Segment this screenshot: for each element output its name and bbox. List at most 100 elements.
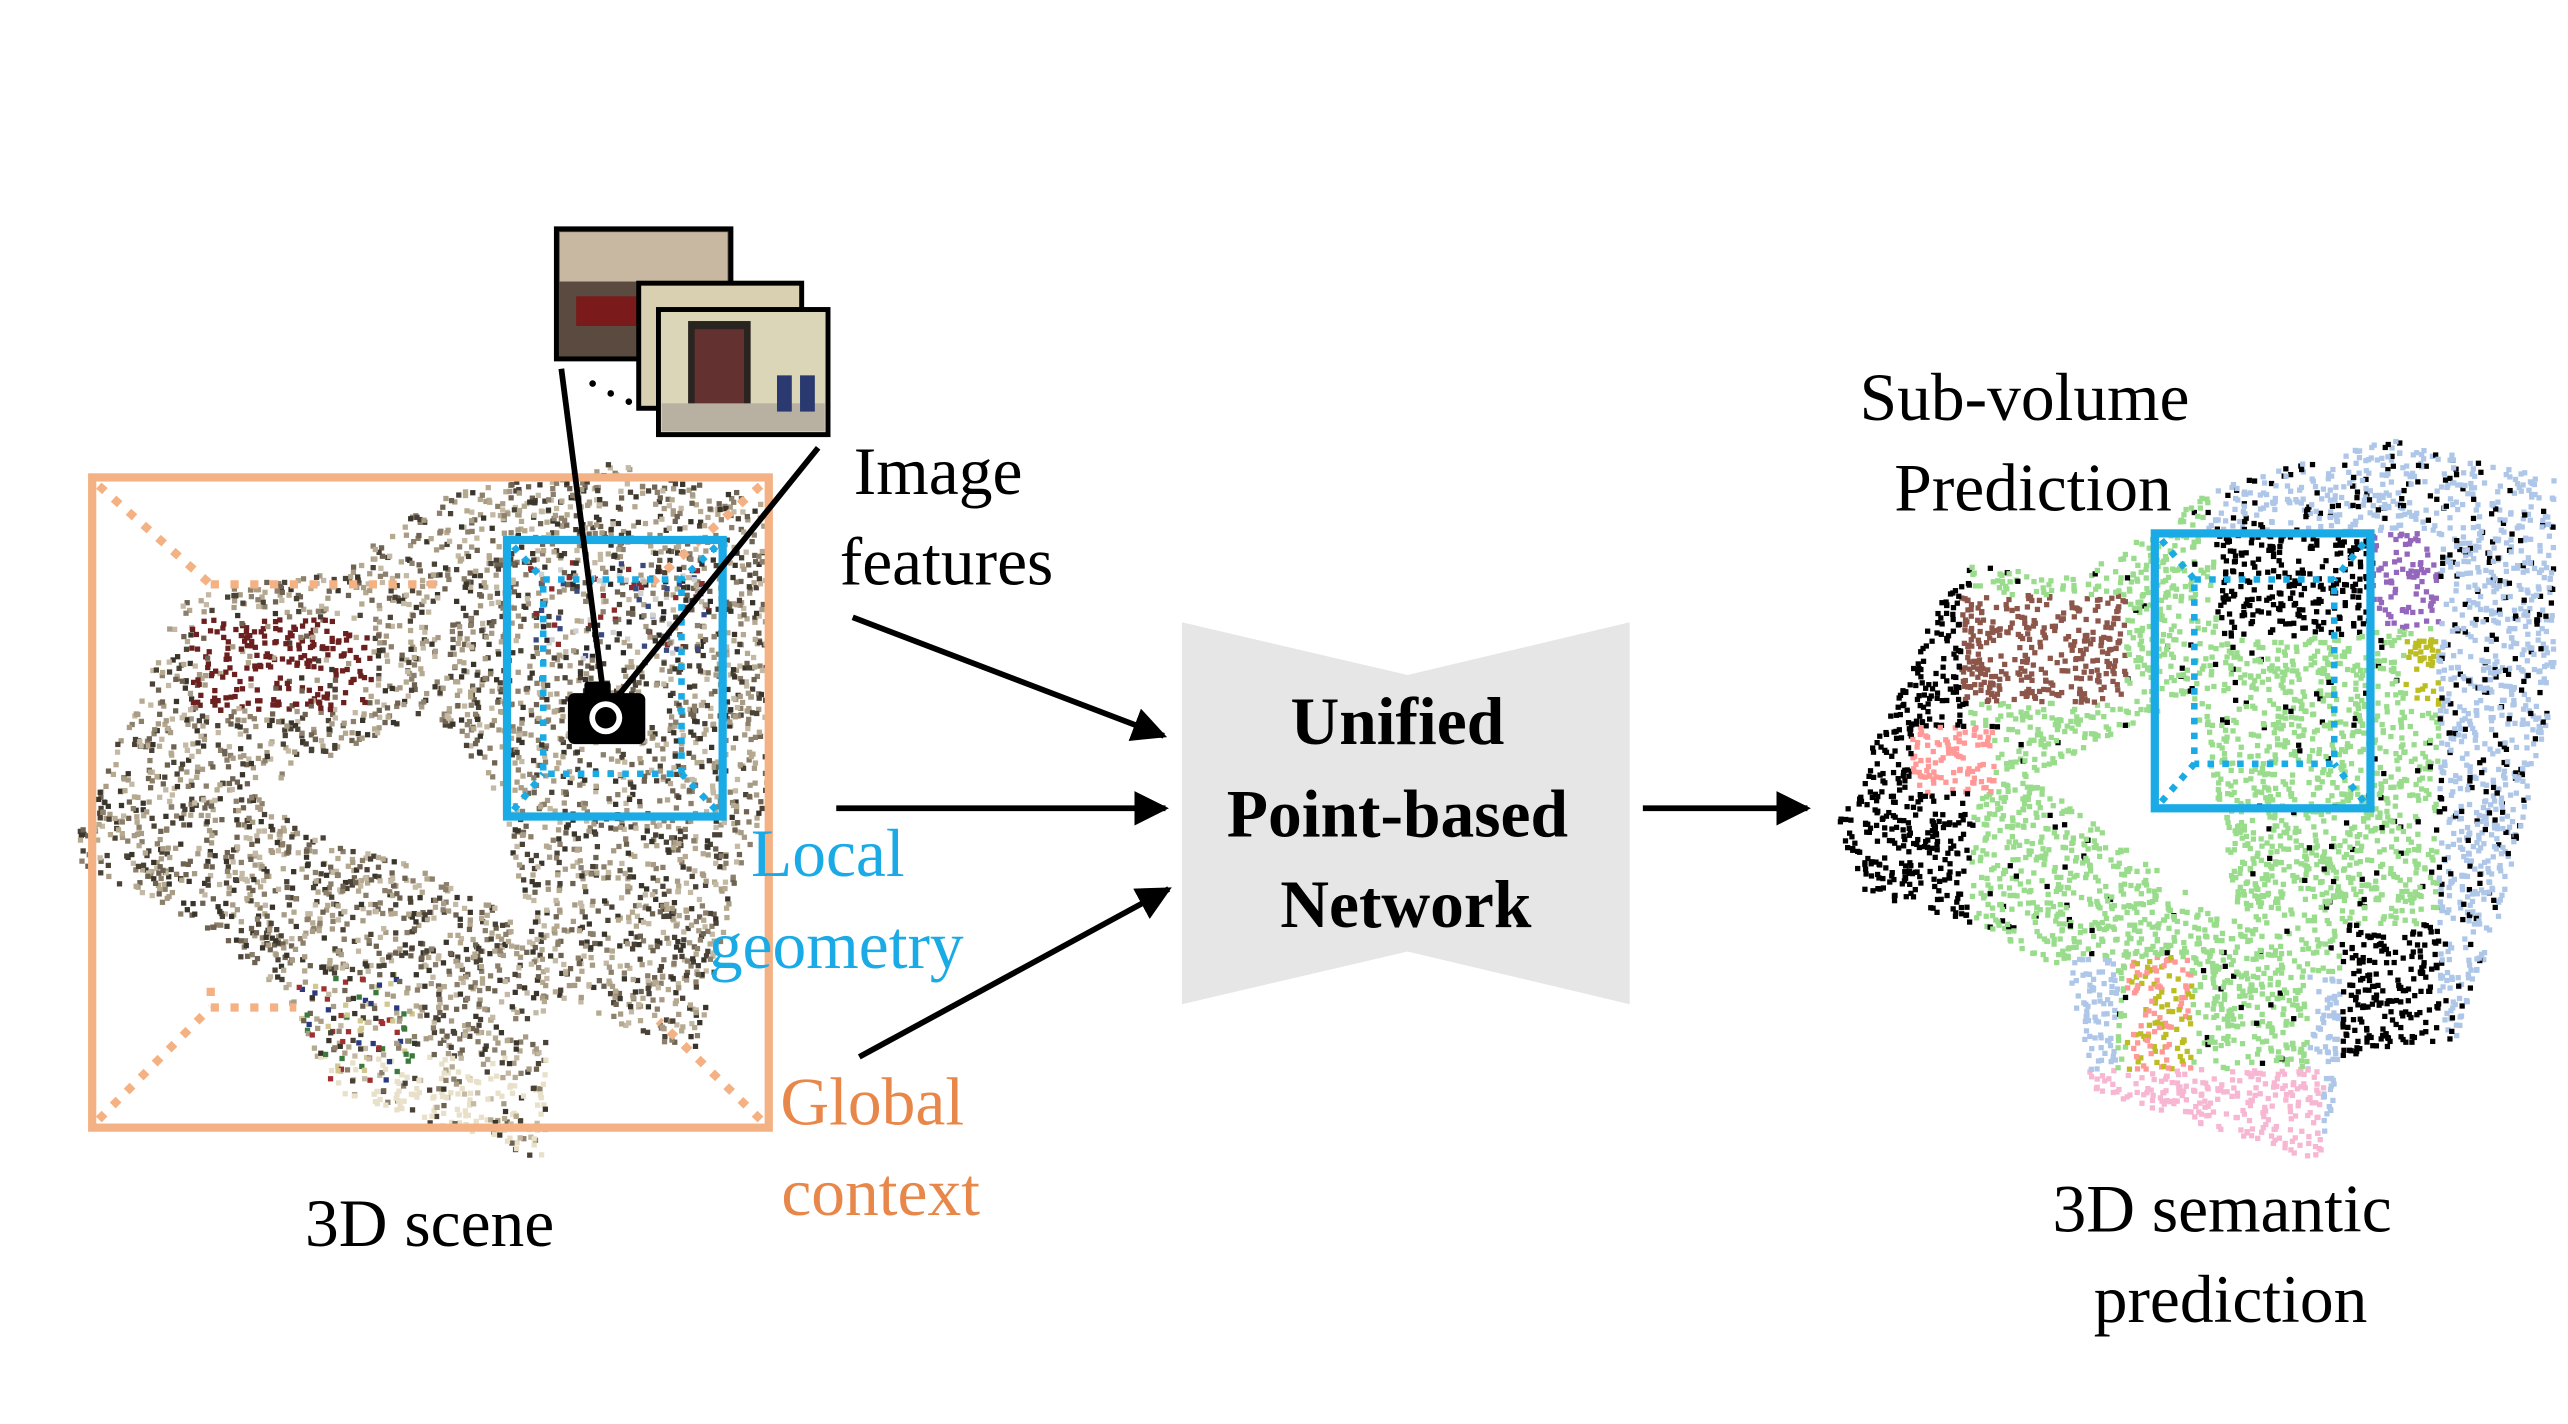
point (483, 584, 489, 590)
point (557, 626, 563, 632)
point (438, 528, 444, 534)
point (304, 1027, 311, 1033)
point (2414, 450, 2420, 456)
point (440, 504, 446, 510)
point (356, 580, 362, 586)
point (130, 860, 136, 866)
point (180, 803, 186, 809)
point (675, 889, 681, 895)
point (518, 1070, 524, 1076)
point (2452, 726, 2458, 732)
point (686, 866, 692, 872)
point (528, 712, 535, 718)
point (633, 494, 639, 500)
point (434, 591, 441, 598)
point (2384, 709, 2390, 715)
point (745, 665, 752, 671)
point (2221, 1016, 2227, 1022)
point (331, 901, 337, 907)
point (421, 699, 427, 705)
point (731, 880, 737, 886)
point (535, 1102, 541, 1108)
point (734, 602, 740, 608)
point (2181, 512, 2187, 518)
point (139, 867, 146, 873)
point (141, 813, 147, 819)
point (676, 702, 682, 708)
point (437, 895, 443, 901)
point (185, 721, 191, 727)
point (744, 660, 750, 667)
point (738, 712, 744, 718)
point (659, 973, 666, 979)
point (456, 1079, 462, 1085)
point (2135, 664, 2141, 670)
point (713, 920, 719, 926)
point (589, 902, 595, 908)
point (479, 980, 486, 986)
point (570, 880, 576, 887)
point (146, 870, 152, 876)
point (730, 601, 737, 607)
point (206, 649, 212, 655)
point (208, 803, 215, 809)
point (711, 760, 718, 767)
point (536, 690, 543, 696)
point (156, 870, 162, 876)
point (696, 482, 703, 488)
point (2071, 614, 2077, 620)
point (616, 601, 623, 608)
point (147, 785, 154, 791)
point (535, 910, 541, 916)
point (302, 711, 308, 718)
point (320, 835, 326, 841)
point (2279, 714, 2285, 720)
point (639, 674, 645, 680)
point (2086, 988, 2093, 994)
point (161, 703, 167, 709)
point (327, 706, 334, 713)
point (179, 715, 185, 721)
point (501, 1115, 508, 1122)
point (464, 732, 470, 739)
point (694, 760, 700, 766)
point (2413, 870, 2419, 876)
point (160, 846, 166, 852)
point (370, 543, 376, 549)
point (667, 726, 673, 732)
point (594, 870, 600, 876)
point (2050, 803, 2056, 809)
point (349, 882, 355, 888)
point (103, 783, 109, 790)
point (79, 858, 85, 864)
point (393, 902, 399, 908)
point (499, 600, 505, 607)
point (105, 862, 111, 869)
point (353, 880, 359, 886)
point (287, 630, 294, 636)
point (227, 665, 233, 671)
point (305, 663, 311, 670)
point (150, 667, 156, 674)
point (695, 579, 701, 585)
point (661, 957, 667, 963)
point (289, 703, 295, 709)
point (376, 647, 383, 654)
point (547, 854, 553, 860)
point (332, 715, 338, 721)
point (311, 925, 317, 932)
point (179, 761, 186, 767)
point (285, 894, 291, 900)
point (198, 598, 204, 604)
point (267, 947, 273, 953)
point (692, 1024, 698, 1031)
point (664, 797, 671, 803)
point (375, 864, 382, 870)
point (196, 845, 202, 852)
point (2261, 725, 2267, 731)
point (384, 658, 391, 664)
point (2425, 710, 2432, 717)
point (485, 1096, 491, 1102)
point (364, 880, 371, 886)
point (2450, 915, 2456, 921)
